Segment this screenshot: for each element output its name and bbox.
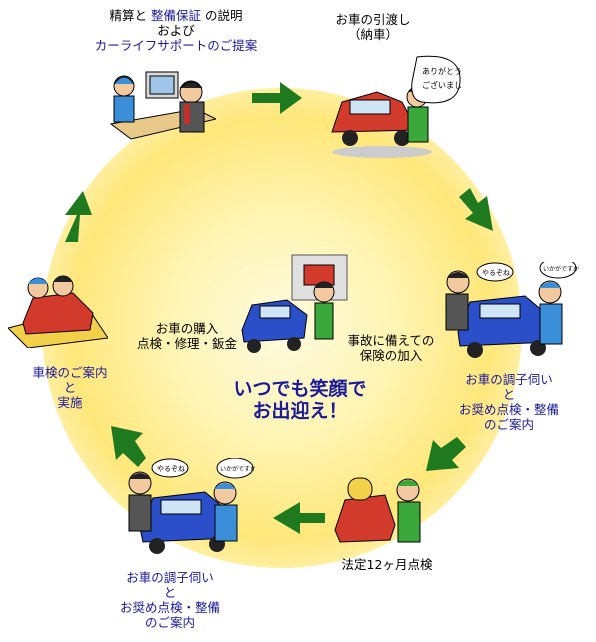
condition-check-bottom-illustration: やるぞね いかがですか — [128, 458, 255, 554]
purchase-l2: 点検・修理・鈑金 — [136, 336, 237, 351]
condition-right-l4: のご案内 — [483, 417, 534, 432]
insurance-label: 事故に備えての 保険の加入 — [336, 333, 446, 363]
condition-bottom-l2: と — [163, 585, 177, 600]
arrow-upper-left — [65, 191, 92, 242]
explain-l2: および — [157, 23, 195, 38]
office-consultation-illustration — [109, 71, 216, 140]
center-slogan: いつでも笑顔で お出迎え！ — [210, 378, 390, 422]
purchase-l1: お車の購入 — [155, 321, 219, 336]
legal-inspection-l1: 法定12ヶ月点検 — [341, 557, 433, 572]
condition-bottom-l3: お奨め点検・整備 — [119, 600, 220, 615]
legal-inspection-label: 法定12ヶ月点検 — [332, 557, 442, 572]
delivery-l2: （納車） — [347, 27, 398, 42]
bubble-yaruzo-right: やるぞね — [482, 269, 510, 277]
condition-right-l2: と — [502, 387, 516, 402]
arrow-lower-left — [111, 426, 146, 467]
delivery-l1: お車の引渡し — [335, 12, 411, 27]
shaken-l1: 車検のご案内 — [32, 365, 108, 380]
car-delivery-illustration: ありがとう ございました — [331, 55, 462, 158]
arrow-upper-right — [459, 188, 493, 231]
arrow-lower-right — [426, 437, 466, 471]
condition-right-l3: お奨め点検・整備 — [458, 402, 559, 417]
condition-check-right-illustration: やるぞね いかがですか — [445, 262, 579, 358]
delivery-label: お車の引渡し （納車） — [318, 12, 428, 42]
shaken-car-illustration — [8, 275, 108, 348]
explain-l3: カーライフサポートのご提案 — [94, 38, 258, 53]
explain-l1a: 精算と — [109, 8, 147, 23]
purchase-label: お車の購入 点検・修理・鈑金 — [132, 321, 242, 351]
shaken-l2: と — [63, 380, 77, 395]
explain-label: 精算と 整備保証 の説明 および カーライフサポートのご提案 — [86, 8, 266, 53]
shaken-l3: 実施 — [57, 395, 83, 410]
arrow-bottom — [273, 502, 325, 534]
showroom-greeting-illustration — [241, 254, 348, 353]
condition-bottom-l4: のご案内 — [144, 615, 195, 630]
condition-right-label: お車の調子伺い と お奨め点検・整備 のご案内 — [444, 372, 574, 432]
condition-right-l1: お車の調子伺い — [465, 372, 553, 387]
arrow-top-right — [252, 82, 302, 114]
explain-l1b: 整備保証 — [150, 8, 201, 23]
center-line1: いつでも笑顔で — [233, 378, 367, 400]
delivery-bubble1: ありがとう — [422, 66, 462, 76]
legal-inspection-illustration — [334, 477, 421, 543]
insurance-l2: 保険の加入 — [359, 348, 423, 363]
bubble-ikaga-bottom: いかがですか — [220, 465, 255, 473]
explain-l1c: の説明 — [204, 8, 243, 23]
condition-bottom-l1: お車の調子伺い — [126, 570, 214, 585]
center-line2: お出迎え！ — [252, 400, 348, 422]
bubble-yaruzo-bottom: やるぞね — [157, 465, 185, 473]
bubble-ikaga-right: いかがですか — [543, 265, 579, 273]
condition-bottom-label: お車の調子伺い と お奨め点検・整備 のご案内 — [105, 570, 235, 630]
delivery-bubble2: ございました — [422, 80, 462, 90]
shaken-label: 車検のご案内 と 実施 — [20, 365, 120, 410]
insurance-l1: 事故に備えての — [347, 333, 435, 348]
